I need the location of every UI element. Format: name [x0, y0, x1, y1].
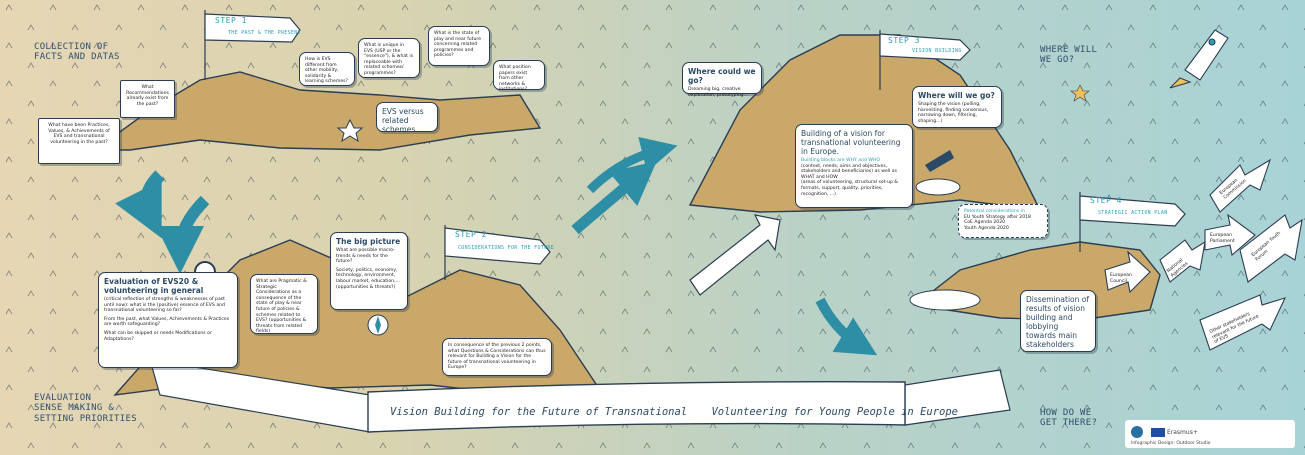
building-vision-line2: (context, needs, aims and objectives, st…	[801, 163, 898, 180]
right-arrows	[1104, 158, 1303, 351]
org-logo-icon	[1131, 426, 1143, 438]
arrow-to-step3-a	[571, 160, 657, 235]
cloud-people	[909, 289, 981, 311]
evaluation-line1: (critical reflection of strengths & weak…	[104, 297, 225, 314]
where-will-text: Shaping the vision (polling, harvesting,…	[918, 102, 989, 124]
step2-number: STEP 2	[455, 230, 487, 239]
banner-title: Vision Building for the Future of Transn…	[390, 406, 958, 418]
right-arrow-label-2: European Parliament	[1210, 233, 1235, 244]
where-could-title: Where could we go?	[688, 67, 756, 85]
step2-title: CONSIDERATIONS FOR THE FUTURE	[458, 245, 554, 251]
rocket	[1169, 29, 1229, 89]
arrow-box-practices: What have been Practices, Values, & Achi…	[38, 118, 120, 164]
star-deco-1	[336, 118, 364, 143]
considerations-box: What are Pragmatic & Strategic Considera…	[250, 274, 318, 334]
where-will-title: Where will we go?	[918, 91, 995, 100]
label-where-will: WHERE WILL WE GO?	[1040, 45, 1098, 66]
building-vision-title: Building of a vision for transnational v…	[801, 129, 901, 156]
flag-step2	[444, 225, 551, 280]
potential-item-2: Youth Agenda 2020	[964, 225, 1009, 231]
flag-what-is-unique: What is unique in EVS (USP or the "essen…	[358, 38, 420, 78]
label-how-do: HOW DO WE GET THERE?	[1040, 408, 1098, 429]
building-vision-line1: Building blocks are WHY and WHO	[801, 158, 881, 163]
big-picture-box: The big picture What are possible macro-…	[330, 232, 408, 310]
logo-strip: Erasmus+ Infographic Design: Outdoor Stu…	[1125, 420, 1295, 448]
banner-right: Volunteering for Young People in Europe	[711, 406, 958, 418]
dissemination-box: Dissemination of results of vision build…	[1020, 290, 1096, 352]
telescope	[925, 150, 954, 172]
flag-how-is-evs: How is EVS different from other mobility…	[299, 52, 355, 86]
credit-text: Infographic Design: Outdoor Studio	[1131, 441, 1211, 446]
erasmus-logo: Erasmus+	[1167, 429, 1198, 436]
potential-title: Potential considerations in	[964, 209, 1025, 214]
arrow-step1-down	[115, 170, 165, 239]
where-could-text: Dreaming big, creative exploration, prot…	[688, 87, 748, 98]
cloud-telescope	[915, 178, 961, 196]
banner-left: Vision Building for the Future of Transn…	[390, 406, 688, 418]
where-will-box: Where will we go? Shaping the vision (po…	[912, 86, 1002, 128]
building-vision-box: Building of a vision for transnational v…	[795, 124, 913, 208]
where-could-box: Where could we go? Dreaming big, creativ…	[682, 62, 762, 98]
flag-step1	[204, 10, 301, 80]
potential-item-1: CoE Agenda 2020	[964, 220, 1006, 226]
label-collection: COLLECTION OF FACTS AND DATAS	[34, 42, 120, 63]
evaluation-box: Evaluation of EVS20 & volunteering in ge…	[98, 272, 238, 368]
eu-flag-icon	[1151, 428, 1165, 437]
arrow-to-step3-b	[586, 136, 678, 194]
step4-title: STRATEGIC ACTION PLAN	[1098, 210, 1168, 216]
flag-state-of-play: What is the state of play and near futur…	[428, 26, 490, 66]
big-arrow-people	[689, 214, 781, 296]
evaluation-line3: What can be skipped or needs Modificatio…	[104, 330, 212, 342]
big-picture-title: The big picture	[336, 237, 401, 246]
banner-main	[367, 381, 906, 433]
flag-step4	[1079, 192, 1186, 252]
label-evaluation: EVALUATION SENSE MAKING & SETTING PRIORI…	[34, 393, 137, 424]
step3-number: STEP 3	[888, 36, 920, 45]
arrow-box-recommendations: What Recommendations already exist from …	[120, 80, 175, 118]
step3-title: VISION BUILDING	[912, 48, 962, 54]
potential-box: Potential considerations in EU Youth Str…	[958, 204, 1048, 238]
potential-item-0: EU Youth Strategy after 2018	[964, 214, 1031, 220]
flag-position-papers: What position papers exist from other ne…	[493, 60, 545, 92]
arrow-to-dissemination	[815, 297, 878, 356]
evaluation-line2: From the past, what Values, Achievements…	[104, 316, 230, 328]
consequence-box: In consequence of the previous 2 points,…	[442, 338, 552, 376]
big-picture-line2: Society, politics, economy, technology, …	[336, 267, 400, 290]
flag-step3	[879, 30, 971, 90]
step4-number: STEP 4	[1090, 196, 1122, 205]
star-deco-2	[1070, 84, 1090, 102]
evaluation-title: Evaluation of EVS20 & volunteering in ge…	[104, 277, 204, 295]
step1-number: STEP 1	[215, 16, 247, 25]
arrow-eval-down	[156, 195, 210, 274]
right-arrow-label-6: European Council	[1110, 273, 1132, 284]
step1-title: THE PAST & THE PRESENT	[228, 30, 301, 36]
building-vision-line3: (areas of volunteering, structural set-u…	[801, 180, 898, 197]
big-picture-line1: What are possible macro-trends & needs f…	[336, 248, 395, 265]
flag-evs-versus: EVS versus related schemes	[376, 102, 438, 134]
